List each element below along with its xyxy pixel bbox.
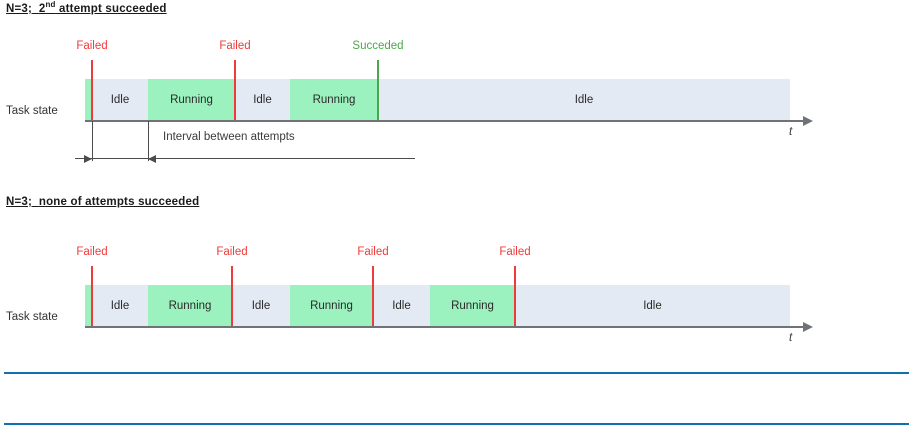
section-title-suffix: attempt succeeded — [59, 3, 167, 15]
section-title-success-on-2nd: N=3; 2nd attempt succeeded — [6, 0, 167, 15]
time-axis-line-2 — [85, 326, 803, 328]
interval-baseline — [75, 158, 415, 159]
page-rule-bottom — [4, 423, 909, 425]
section-title-prefix: N=3; — [6, 3, 33, 15]
section-title-suffix-2: none of attempts succeeded — [38, 196, 200, 208]
segment2-running-0 — [85, 285, 92, 326]
segment-running-4: Running — [290, 79, 378, 120]
segment-idle-3: Idle — [235, 79, 290, 120]
marker-line-failed-3 — [91, 266, 93, 326]
marker-line-failed-6 — [514, 266, 516, 326]
state-bar-success-on-2nd: Idle Running Idle Running Idle — [85, 79, 790, 120]
segment-running-0 — [85, 79, 92, 120]
marker-label-failed-2: Failed — [219, 40, 251, 52]
marker-line-failed-5 — [372, 266, 374, 326]
segment2-running-6: Running — [430, 285, 515, 326]
marker-label-succeded-1: Succeded — [352, 40, 404, 52]
time-axis-arrowhead-2 — [803, 322, 813, 332]
segment2-idle-3: Idle — [232, 285, 290, 326]
section-title-ordinal-number: 2 — [38, 3, 46, 15]
page-rule-top — [4, 372, 909, 374]
row-label-task-state-2: Task state — [6, 311, 58, 323]
segment-idle-5: Idle — [378, 79, 790, 120]
row-label-task-state-1: Task state — [6, 105, 58, 117]
section-title-all-failed: N=3; none of attempts succeeded — [6, 196, 199, 208]
interval-arrowhead-right — [84, 155, 92, 163]
marker-line-succeded-1 — [377, 60, 379, 120]
segment2-running-2: Running — [148, 285, 232, 326]
section-title-prefix-2: N=3; — [6, 196, 33, 208]
marker-line-failed-2 — [234, 60, 236, 120]
marker-label-failed-1: Failed — [76, 40, 108, 52]
segment2-idle-5: Idle — [373, 285, 430, 326]
interval-tick-start — [92, 121, 93, 161]
segment-idle-1: Idle — [92, 79, 148, 120]
segment2-idle-1: Idle — [92, 285, 148, 326]
segment2-running-4: Running — [290, 285, 373, 326]
time-axis-line-1 — [85, 120, 803, 122]
marker-label-failed-6: Failed — [499, 246, 531, 258]
segment-running-2: Running — [148, 79, 235, 120]
section-title-ordinal-suffix: nd — [45, 0, 56, 10]
marker-label-failed-5: Failed — [357, 246, 389, 258]
segment2-idle-7: Idle — [515, 285, 790, 326]
interval-tick-end — [148, 121, 149, 161]
marker-line-failed-1 — [91, 60, 93, 120]
time-axis-symbol-1: t — [789, 126, 793, 138]
marker-label-failed-3: Failed — [76, 246, 108, 258]
time-axis-arrowhead-1 — [803, 116, 813, 126]
time-axis-symbol-2: t — [789, 332, 793, 344]
marker-line-failed-4 — [231, 266, 233, 326]
interval-label: Interval between attempts — [163, 131, 295, 143]
state-bar-all-failed: Idle Running Idle Running Idle Running I… — [85, 285, 790, 326]
interval-arrowhead-left — [148, 155, 156, 163]
marker-label-failed-4: Failed — [216, 246, 248, 258]
